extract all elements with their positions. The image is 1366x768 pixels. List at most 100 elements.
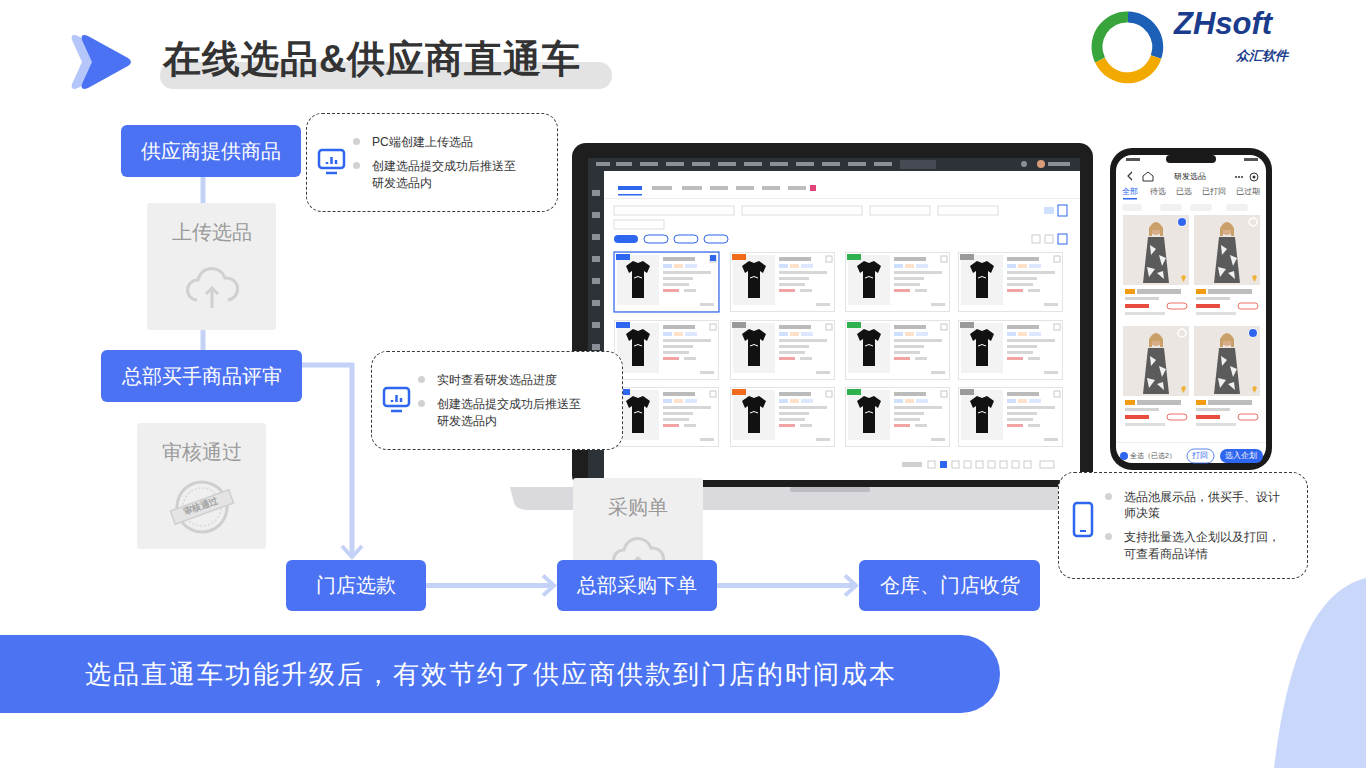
bullet-dot (418, 376, 425, 383)
logo-mark (1097, 17, 1128, 60)
laptop-illustration (1032, 235, 1040, 243)
node-label: 总部采购下单 (577, 572, 697, 599)
laptop-illustration (588, 158, 1080, 171)
laptop-illustration (682, 186, 702, 190)
laptop-illustration (796, 162, 814, 166)
callout-text: PC端创建上传选品 (372, 134, 522, 150)
laptop-illustration (959, 321, 1063, 380)
laptop-illustration (770, 162, 788, 166)
corner-decoration (1274, 578, 1366, 768)
screen-tab: 已过期 (1236, 188, 1260, 197)
laptop-illustration (644, 235, 668, 243)
laptop-illustration (616, 322, 630, 328)
laptop-illustration (928, 461, 935, 468)
laptop-illustration (731, 253, 835, 312)
laptop-illustration (704, 235, 728, 243)
screen-tab: 待选 (1150, 188, 1166, 197)
laptop-illustration (616, 162, 632, 166)
laptop-illustration (732, 254, 746, 260)
phone-illustration (1190, 204, 1212, 211)
logo-mark (1100, 57, 1156, 78)
laptop-illustration (847, 389, 861, 395)
phone-illustration (1238, 176, 1240, 178)
laptop-illustration (900, 160, 936, 169)
node-label: 上传选品 (172, 219, 252, 246)
screen-button: 选入企划 (1225, 452, 1257, 461)
monitor-icon-part (319, 150, 344, 168)
callout-text: 实时查看研发选品进度 (437, 372, 587, 388)
laptop-illustration (846, 321, 950, 380)
laptop-illustration (1040, 461, 1054, 468)
flow-connector (201, 330, 206, 350)
laptop-illustration (964, 461, 971, 468)
phone-illustration (1249, 329, 1257, 337)
logo-subtitle: 众汇软件 (1236, 49, 1288, 63)
laptop-illustration (1044, 207, 1054, 214)
process-box: 总部采购下单 (557, 560, 717, 611)
laptop-illustration (731, 388, 835, 447)
phone-illustration (1166, 155, 1216, 163)
laptop-illustration (592, 234, 600, 240)
summary-text: 选品直通车功能升级后，有效节约了供应商供款到门店的时间成本 (85, 657, 897, 692)
laptop-illustration (960, 389, 974, 395)
laptop-illustration (592, 190, 600, 196)
phone-illustration (1143, 172, 1153, 181)
laptop-illustration (788, 186, 806, 190)
callout-text: 支持批量选入企划以及打回，可查看商品详情 (1124, 529, 1286, 561)
laptop-illustration (640, 162, 658, 166)
phone-illustration (1194, 326, 1260, 430)
bullet-item: 实时查看研发选品进度 (418, 372, 612, 388)
phone-illustration (1241, 176, 1243, 178)
laptop-illustration (988, 461, 995, 468)
laptop-illustration (604, 198, 1080, 199)
screen-button: 打回 (1192, 452, 1208, 461)
laptop-illustration (592, 256, 600, 262)
phone-illustration (1160, 204, 1182, 211)
laptop-illustration (1037, 160, 1045, 168)
stamp-icon-part (170, 490, 233, 524)
process-box: 总部买手商品评审 (101, 350, 302, 402)
laptop-illustration (1045, 235, 1053, 243)
cloud-icon-part (187, 269, 237, 300)
phone-illustration (1120, 452, 1128, 460)
laptop-illustration (1058, 205, 1067, 216)
phone-illustration (1128, 172, 1132, 180)
node-label: 采购单 (608, 494, 668, 521)
laptop-illustration (976, 461, 983, 468)
laptop-illustration (614, 220, 664, 229)
laptop-illustration (959, 388, 1063, 447)
stamp-text: 审核通过 (182, 496, 219, 518)
laptop-illustration (596, 162, 610, 166)
laptop-illustration (874, 162, 892, 166)
laptop-illustration (1048, 162, 1070, 166)
callout-box: 实时查看研发选品进度创建选品提交成功后推送至研发选品内 (371, 351, 623, 450)
screen-tab: 已选 (1176, 188, 1192, 197)
monitor-icon-part (391, 395, 402, 411)
laptop-illustration (615, 253, 719, 312)
monitor-icon (382, 386, 412, 414)
laptop-illustration (1024, 461, 1031, 468)
laptop-illustration (810, 185, 816, 191)
laptop-illustration (592, 300, 600, 306)
laptop-illustration (822, 162, 840, 166)
callout-box: 选品池展示品，供买手、设计师决策支持批量选入企划以及打回，可查看商品详情 (1058, 472, 1308, 579)
stamp-icon-part (167, 477, 237, 537)
phone-icon-part (1074, 503, 1092, 536)
node-label: 审核通过 (162, 439, 242, 466)
logo-mark (1097, 17, 1158, 78)
phone-illustration (1235, 176, 1237, 178)
logo-mark (1128, 17, 1158, 57)
laptop-illustration (674, 235, 698, 243)
monitor-icon (317, 148, 347, 176)
bullet-dot (353, 138, 360, 145)
node-label: 供应商提供商品 (141, 138, 281, 165)
screen-text: 研发选品 (1174, 173, 1206, 182)
laptop-illustration (742, 206, 862, 215)
bullet-dot (1105, 533, 1112, 540)
phone-illustration (1220, 449, 1263, 463)
phone-illustration (1110, 148, 1272, 470)
laptop-illustration (616, 254, 630, 260)
bullet-item: 选品池展示品，供买手、设计师决策 (1105, 489, 1297, 521)
